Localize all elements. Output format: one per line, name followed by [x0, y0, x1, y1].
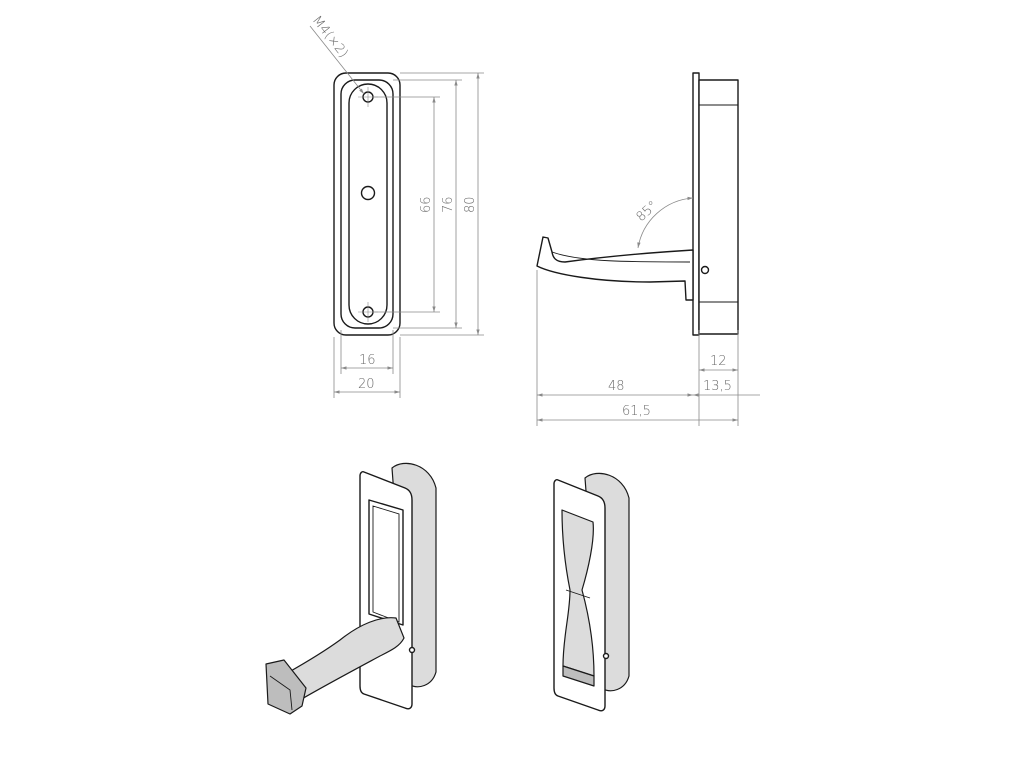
dim-hole-spacing: 66	[419, 196, 434, 213]
center-hole	[360, 185, 376, 201]
thread-leader	[309, 25, 365, 95]
dim-body-depth: 12	[710, 354, 727, 369]
iso-closed-hook-tip	[562, 665, 595, 687]
dim-flange-depth: 13,5	[703, 379, 732, 394]
side-view: 85° 12 48 13,5 61,5	[536, 72, 760, 426]
iso-open-flange	[359, 471, 413, 710]
dim-overall-depth: 61,5	[622, 404, 651, 419]
front-recess	[348, 83, 388, 325]
dim-hook-reach: 48	[608, 379, 625, 394]
front-inner-flange	[340, 79, 394, 329]
angle-arc	[637, 196, 694, 249]
iso-view-closed	[553, 472, 630, 712]
front-view: M4(×2) 66 76 80 16 20	[309, 13, 484, 398]
thread-callout-label: M4(×2)	[309, 13, 351, 61]
side-hook-arm	[536, 236, 694, 301]
angle-label: 85°	[634, 198, 661, 225]
dim-overall-width: 20	[358, 377, 375, 392]
front-outer-flange	[333, 72, 401, 336]
iso-open-recess	[368, 499, 404, 626]
dim-inner-width: 16	[359, 353, 376, 368]
dim-inner-length: 76	[441, 196, 456, 213]
side-pivot-pin	[700, 265, 710, 275]
iso-view-open	[265, 462, 437, 715]
side-body	[698, 79, 739, 335]
side-flange	[692, 72, 700, 336]
dim-overall-length: 80	[463, 196, 478, 213]
